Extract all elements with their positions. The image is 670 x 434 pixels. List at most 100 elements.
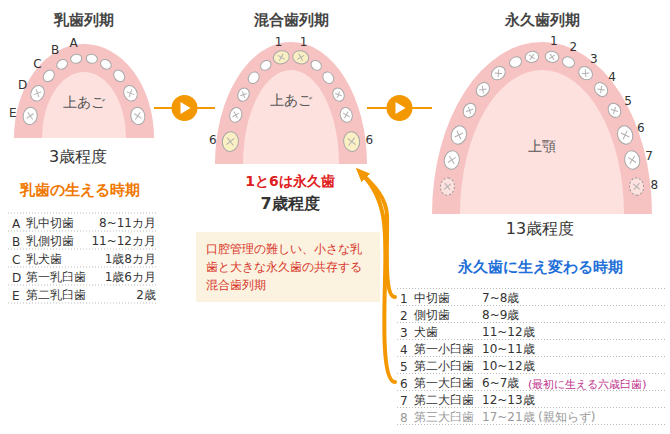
table-cell: 側切歯: [414, 307, 450, 324]
label-holder: 1歳6カ月: [105, 266, 156, 286]
table-cell: 10~11歳: [482, 341, 535, 358]
table-cell: 4: [400, 343, 408, 357]
tooth-crown: [246, 70, 261, 86]
callout-number: 3: [590, 52, 598, 66]
table-cell: (親知らず): [538, 409, 595, 426]
table-cell: 12~13歳: [482, 392, 535, 409]
tooth-crown: [309, 58, 323, 72]
tooth-crown: [272, 49, 291, 66]
tooth-groove: [226, 138, 234, 146]
callout-number: 5: [624, 93, 632, 107]
label-holder: 8~9歳: [482, 304, 519, 324]
tooth-groove: [232, 112, 239, 119]
tooth-crown: [22, 106, 39, 126]
label-holder: A: [70, 31, 78, 50]
label-holder: D: [18, 74, 27, 93]
table-cell: 中切歯: [414, 290, 450, 307]
label-holder: 12~13歳: [482, 389, 535, 409]
palate: [243, 70, 339, 164]
label-holder: 3: [400, 322, 408, 341]
label-holder: 7歳程度: [260, 194, 319, 215]
table-cell: 6: [400, 377, 408, 391]
label-holder: 6: [209, 128, 217, 147]
tooth-groove: [127, 89, 135, 97]
tooth-crown: [474, 80, 493, 99]
table-rule: [397, 356, 665, 357]
age-label: 13歳程度: [506, 219, 574, 240]
table-rule: [8, 303, 158, 304]
table-cell: 乳犬歯: [26, 251, 62, 268]
tooth-groove: [455, 131, 463, 139]
jaw-label: 上顎: [432, 136, 652, 156]
callout-number: 4: [608, 70, 616, 84]
tooth: [592, 80, 611, 99]
tooth: [41, 68, 57, 84]
label-holder: 乳中切歯: [26, 212, 74, 232]
tooth: [236, 86, 252, 103]
table-rule: [397, 305, 665, 306]
label-holder: 第二小臼歯: [414, 355, 474, 375]
table-cell: 第二小臼歯: [414, 358, 474, 375]
table-cell: 2歳: [136, 287, 156, 304]
label-holder: 11~12カ月: [91, 230, 156, 250]
table-cell: C: [12, 253, 20, 267]
label-holder: 側切歯: [414, 304, 450, 324]
dental-arch: 乳歯列期上あご: [14, 6, 154, 138]
tooth-groove: [582, 70, 589, 77]
tooth: [524, 50, 539, 63]
table-cell: 11~12歳: [482, 324, 535, 341]
table-cell: 1: [400, 292, 408, 306]
label-holder: 永久歯に生え変わる時期: [458, 257, 623, 277]
tooth: [561, 55, 576, 69]
tooth-crown: [331, 86, 347, 103]
tooth-crown: [629, 177, 645, 196]
tooth: [606, 101, 624, 120]
label-holder: 1: [550, 29, 558, 48]
label-holder: C: [33, 52, 41, 71]
label-holder: 1: [400, 288, 408, 307]
gum: [215, 42, 367, 164]
tooth-crown: [508, 55, 523, 69]
tooth-crown: [70, 53, 83, 64]
label-holder: 11~12歳: [482, 321, 535, 341]
table-cell: 7: [400, 394, 408, 408]
callout-number: 1: [300, 34, 308, 48]
label-holder: E: [9, 101, 17, 120]
tooth: [338, 106, 354, 124]
gum: [432, 42, 652, 214]
table-rule: [8, 231, 158, 232]
table-cell: 5: [400, 360, 408, 374]
flow-icon: [172, 95, 198, 121]
callout-number: E: [9, 105, 17, 119]
label-holder: 2: [400, 305, 408, 324]
table-cell: E: [12, 289, 20, 303]
label-holder: 6: [400, 373, 408, 392]
label-holder: 2歳: [136, 284, 156, 304]
tooth: [70, 53, 83, 64]
label-holder: 8~11カ月: [99, 212, 156, 232]
tooth: [343, 131, 361, 153]
label-holder: 8: [650, 174, 658, 193]
label-holder: 10~11歳: [482, 338, 535, 358]
tooth-crown: [442, 149, 461, 170]
tooth-groove: [444, 183, 451, 190]
tooth: [449, 124, 469, 147]
callout-text: 口腔管理の難しい、小さな乳歯と大きな永久歯の共存する混合歯列期: [206, 240, 370, 294]
table-cell: 11~12カ月: [91, 233, 156, 250]
label-holder: 中切歯: [414, 287, 450, 307]
tooth-groove: [348, 138, 356, 146]
dental-arch: 永久歯列期上顎: [432, 6, 652, 214]
table-rule: [8, 249, 158, 250]
tooth: [121, 83, 140, 103]
label-holder: 13歳程度: [506, 219, 574, 240]
table-cell: 7~8歳: [482, 290, 519, 307]
tooth: [85, 53, 98, 64]
teeth: [22, 53, 147, 126]
label-holder: 7: [400, 390, 408, 409]
table-rule: [8, 267, 158, 268]
tooth: [221, 131, 239, 153]
label-holder: 3: [590, 48, 598, 67]
tooth-groove: [628, 156, 636, 164]
tooth-crown: [28, 83, 47, 103]
tooth-groove: [343, 112, 350, 119]
